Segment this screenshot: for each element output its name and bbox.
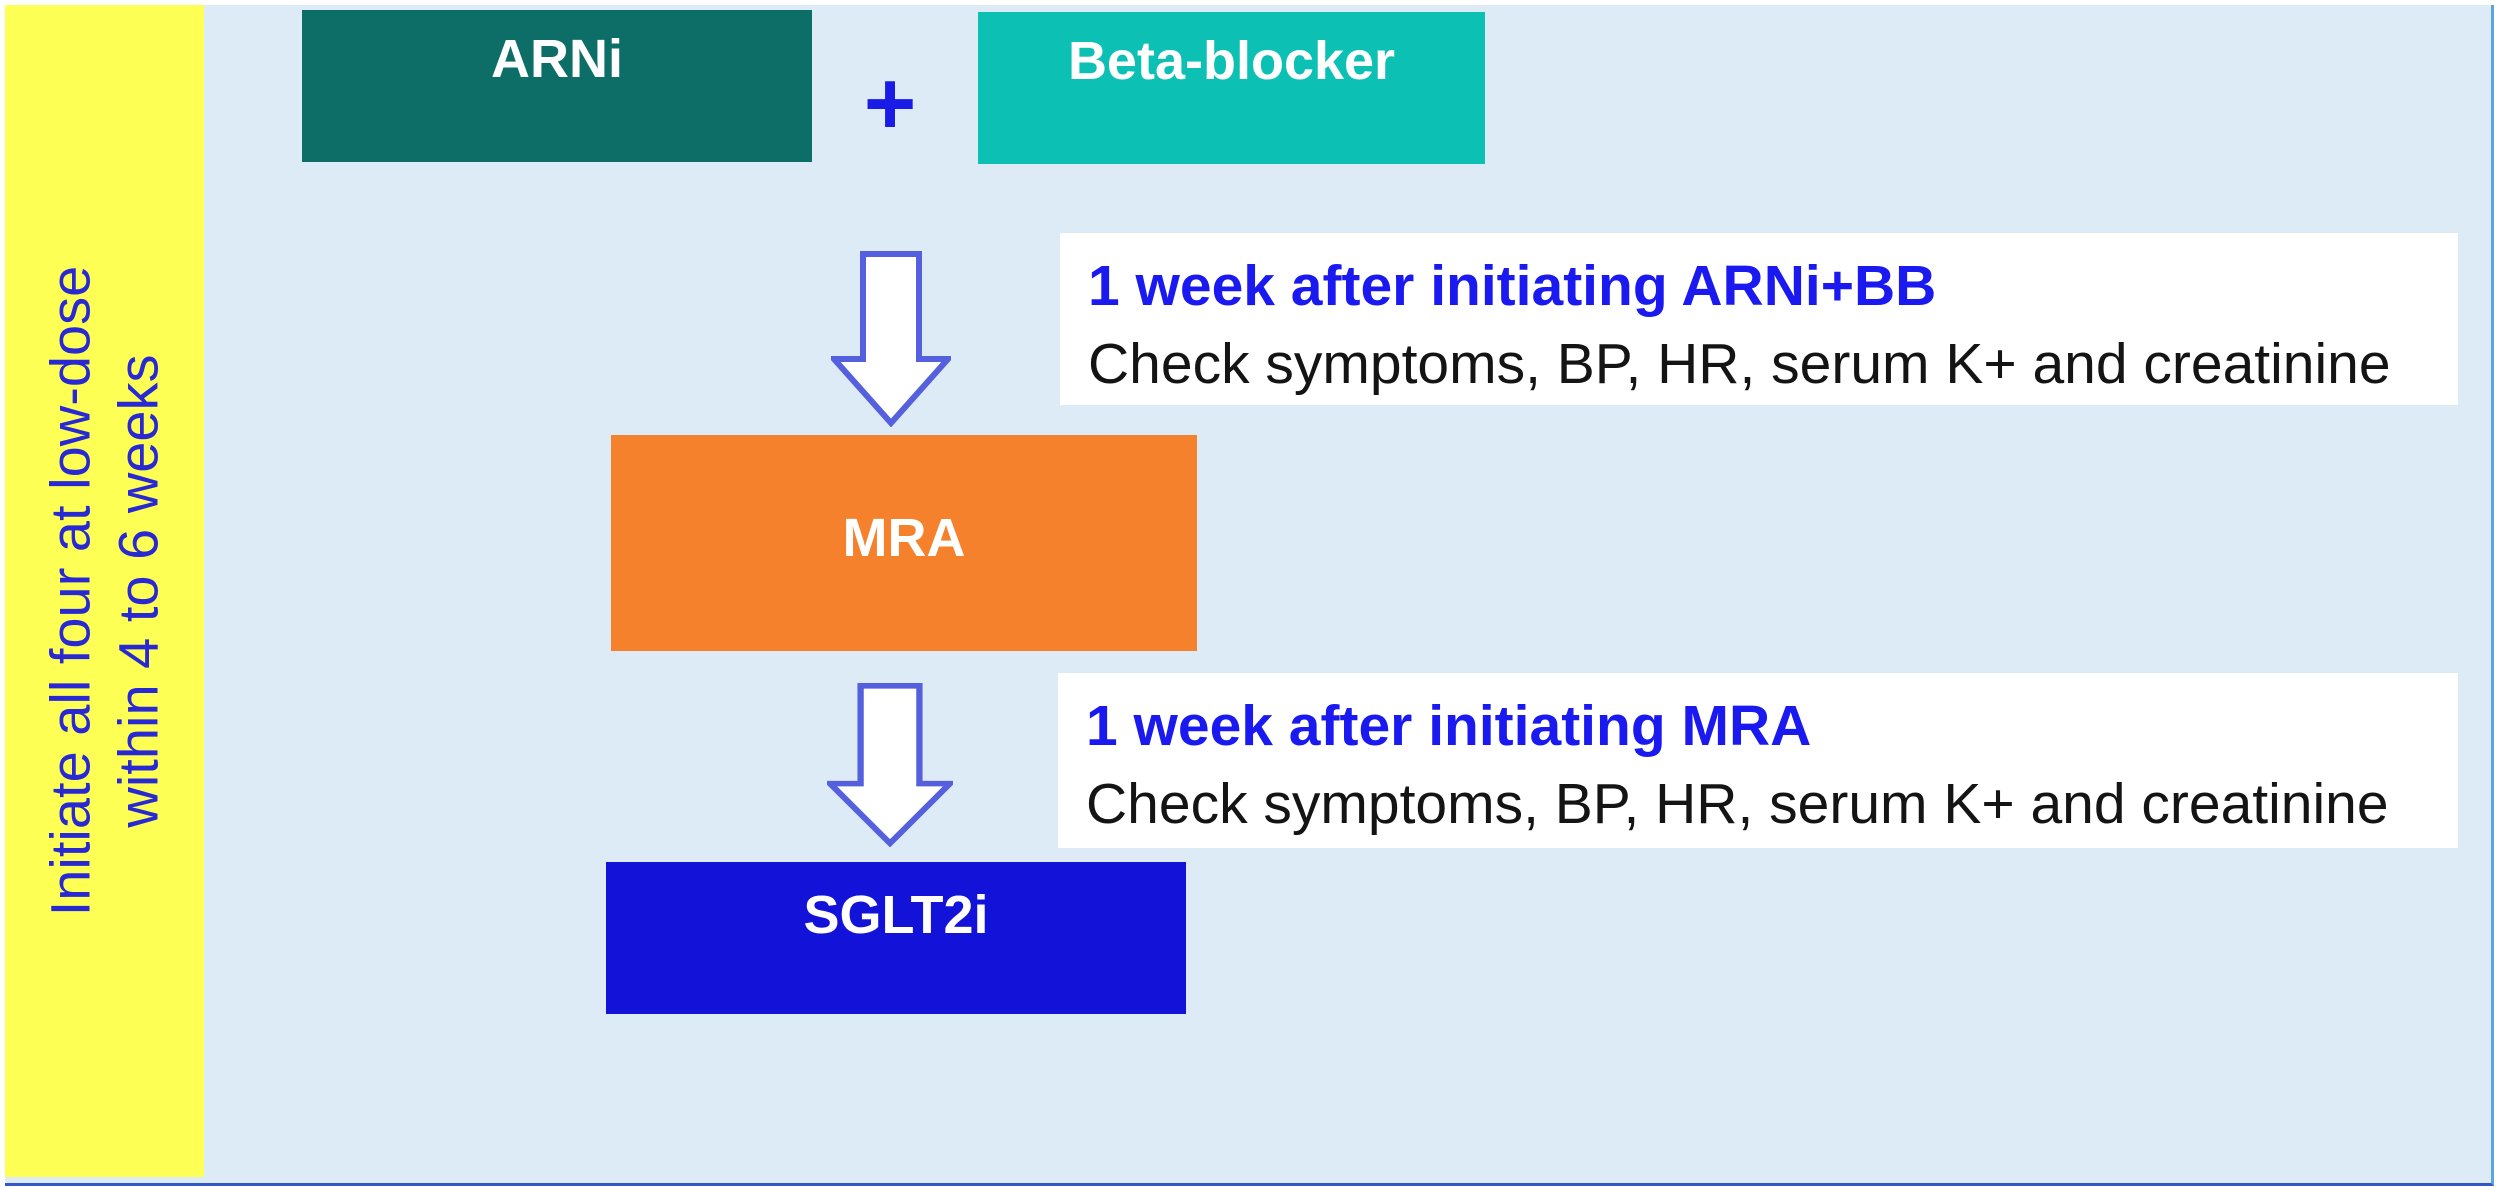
sglt2i-label: SGLT2i — [803, 885, 989, 945]
mra-box: MRA — [611, 435, 1197, 651]
annotation-heading: 1 week after initiating ARNi+BB — [1088, 254, 1937, 318]
arni-label: ARNi — [491, 29, 623, 89]
diagram-canvas: Initiate all four at low-dose within 4 t… — [5, 5, 2494, 1186]
sidebar-label: Initiate all four at low-dose within 4 t… — [37, 266, 173, 917]
annotation-heading: 1 week after initiating MRA — [1086, 694, 1812, 758]
sidebar-label-line2: within 4 to 6 weeks — [106, 354, 170, 828]
annotation-after-mra: 1 week after initiating MRA Check sympto… — [1058, 673, 2458, 848]
plus-sign: + — [863, 53, 917, 154]
sidebar-band: Initiate all four at low-dose within 4 t… — [5, 5, 204, 1177]
annotation-detail: Check symptoms, BP, HR, serum K+ and cre… — [1086, 772, 2389, 836]
sidebar-label-line1: Initiate all four at low-dose — [38, 265, 102, 917]
down-arrow-icon — [831, 251, 951, 427]
sglt2i-box: SGLT2i — [606, 862, 1186, 1014]
down-arrow-shape — [827, 683, 953, 847]
annotation-detail: Check symptoms, BP, HR, serum K+ and cre… — [1088, 332, 2391, 396]
annotation-after-arni-bb: 1 week after initiating ARNi+BB Check sy… — [1060, 233, 2458, 405]
down-arrow-icon — [827, 683, 953, 847]
down-arrow-shape — [831, 251, 951, 427]
arni-box: ARNi — [302, 10, 812, 162]
mra-label: MRA — [842, 508, 966, 568]
beta-blocker-label: Beta-blocker — [1067, 31, 1396, 91]
beta-blocker-box: Beta-blocker — [978, 12, 1485, 164]
